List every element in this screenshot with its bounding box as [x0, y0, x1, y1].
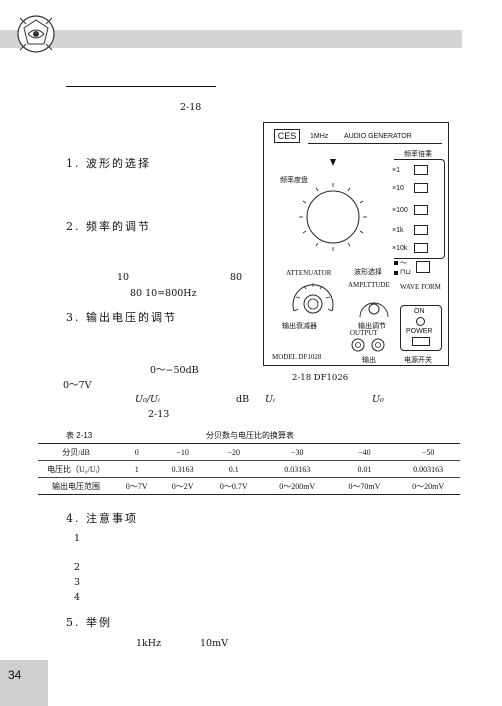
wave-sine-indicator [394, 261, 398, 265]
power-on-label: ON [414, 308, 425, 315]
table-number: 表 2-13 [66, 431, 93, 440]
output-label-en: OUTPUT [350, 329, 378, 337]
freq-part1: 10 [117, 272, 130, 283]
table-header-cell: −40 [332, 443, 397, 461]
brand-badge: CES [274, 129, 300, 143]
mult-x1: ×1 [392, 167, 400, 174]
db-conversion-table: 分贝/dB 0 −10 −20 −30 −40 −50 电压比（U₀/Uᵢ） 1… [38, 443, 460, 495]
attenuator-knob[interactable] [288, 277, 338, 321]
mult-x10k: ×10k [392, 245, 408, 252]
amplitude-knob[interactable] [356, 293, 392, 321]
table-ref: 2-13 [148, 409, 170, 420]
freq-result: 80 10=800Hz [130, 288, 197, 299]
table-cell: 0.01 [332, 460, 397, 478]
table-cell: 0.3163 [159, 460, 206, 478]
uo-text: U₀ [372, 394, 384, 405]
device-title: AUDIO GENERATOR [344, 133, 412, 140]
wave-sine-icon: ～ [400, 260, 407, 267]
table-header-cell: 0 [114, 443, 160, 461]
mult-x10-button[interactable] [414, 183, 428, 193]
mult-x1k-button[interactable] [414, 225, 428, 235]
figure-ref: 2-18 [180, 102, 202, 113]
dial-label: 频率度盘 [280, 177, 308, 184]
wave-form-label: WAVE FORM [400, 283, 441, 291]
example-frequency: 1kHz [136, 638, 162, 649]
audio-generator-panel: CES 1MHz AUDIO GENERATOR 频率倍乘 ×1 ×10 ×10… [263, 122, 449, 366]
title-rule [308, 143, 442, 144]
note-number: 3 [74, 577, 81, 588]
power-button[interactable] [412, 337, 430, 346]
table-cell: 0～0.7V [205, 477, 262, 495]
range-title: 频率倍乘 [404, 151, 432, 158]
ui-text: Uᵢ [265, 394, 275, 405]
mult-x1-button[interactable] [414, 165, 428, 175]
table-header-row: 分贝/dB 0 −10 −20 −30 −40 −50 [38, 443, 460, 461]
heading-rule [66, 86, 216, 87]
note-number: 1 [74, 533, 81, 544]
table-cell: 0.003163 [396, 460, 460, 478]
example-voltage: 10mV [200, 638, 228, 649]
atten-range: 0～−50dB [150, 365, 199, 376]
power-group [400, 305, 442, 351]
power-label: POWER [406, 328, 433, 335]
section-example: 5. 举例 [66, 616, 112, 629]
table-cell: 0～2V [159, 477, 206, 495]
attenuator-label-en: ATTENUATOR [286, 269, 332, 277]
table-title: 分贝数与电压比的换算表 [206, 431, 294, 440]
section-waveform: 1. 波形的选择 [66, 157, 151, 170]
wave-select-label: 波形选择 [354, 269, 382, 276]
note-number: 2 [74, 562, 81, 573]
power-indicator-icon [416, 317, 425, 326]
table-cell: 0～200mV [261, 477, 333, 495]
attenuator-label-cn: 输出衰减器 [282, 323, 317, 330]
table-cell: 0～20mV [396, 477, 460, 495]
figure-caption: 2-18 DF1026 [292, 373, 349, 383]
table-cell: 输出电压范围 [38, 477, 114, 495]
amplitude-label-en: AMPLTTUDE [348, 281, 390, 289]
note-number: 4 [74, 592, 81, 603]
freq-max-label: 1MHz [310, 133, 329, 140]
table-header-cell: −50 [396, 443, 460, 461]
table-header-cell: −20 [205, 443, 262, 461]
section-output-voltage: 3. 输出电压的调节 [66, 311, 177, 324]
header-strip [0, 30, 462, 48]
table-cell: 电压比（U₀/Uᵢ） [38, 460, 114, 478]
freq-part2: 80 [230, 272, 243, 283]
output-label-cn: 输出 [362, 357, 376, 364]
table-header-cell: −30 [261, 443, 333, 461]
mult-x1k: ×1k [392, 227, 404, 234]
mult-x10: ×10 [392, 185, 404, 192]
section-frequency: 2. 频率的调节 [66, 220, 151, 233]
table-header-cell: 分贝/dB [38, 443, 114, 461]
ratio-text: U₀/Uᵢ [135, 394, 160, 405]
table-cell: 0.1 [205, 460, 262, 478]
wave-square-icon: ⊓⊔ [400, 269, 411, 276]
table-header-cell: −10 [159, 443, 206, 461]
mult-x100-button[interactable] [414, 205, 428, 215]
table-cell: 0～7V [114, 477, 160, 495]
table-row: 输出电压范围 0～7V 0～2V 0～0.7V 0～200mV 0～70mV 0… [38, 477, 460, 495]
voltage-range: 0～7V [63, 380, 92, 391]
model-label: MODEL DF1028 [272, 353, 322, 361]
section-notes: 4. 注意事项 [66, 512, 138, 525]
table-cell: 1 [114, 460, 160, 478]
multiplier-group [394, 159, 445, 259]
wave-square-indicator [394, 271, 398, 275]
mult-x10k-button[interactable] [414, 243, 428, 253]
page-footer-bar [0, 660, 48, 706]
db-unit: dB [236, 394, 250, 405]
table-cell: 0.03163 [261, 460, 333, 478]
power-switch-label: 电源开关 [404, 357, 432, 364]
table-row: 电压比（U₀/Uᵢ） 1 0.3163 0.1 0.03163 0.01 0.0… [38, 460, 460, 478]
wave-form-button[interactable] [416, 261, 430, 273]
mult-x100: ×100 [392, 207, 408, 214]
logo-icon [17, 15, 55, 53]
table-cell: 0～70mV [332, 477, 397, 495]
output-jacks[interactable] [348, 337, 388, 353]
amplitude-label-cn: 输出调节 [358, 323, 386, 330]
frequency-dial[interactable] [290, 155, 374, 269]
page-number: 34 [8, 668, 22, 682]
